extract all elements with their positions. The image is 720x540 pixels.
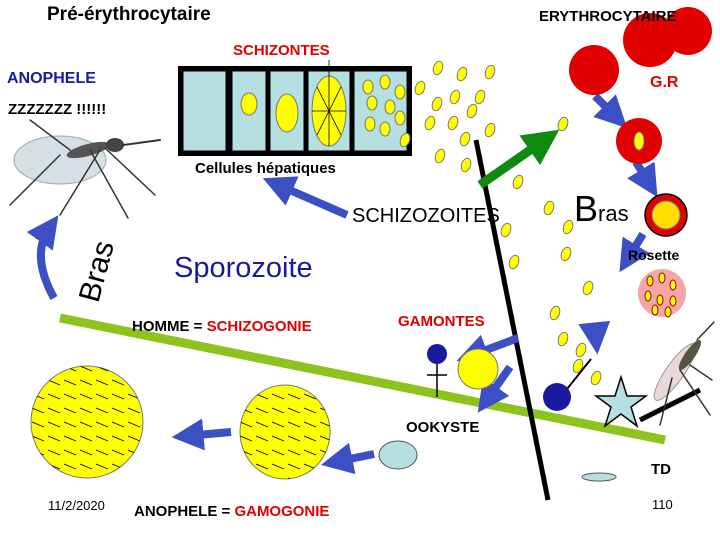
merozoite <box>512 174 524 190</box>
merozoite <box>434 148 446 164</box>
arrow-left <box>171 418 232 451</box>
homme-prefix: HOMME = <box>132 318 207 335</box>
merozoite <box>449 89 461 105</box>
label-gr: G.R <box>650 74 679 91</box>
cycle-divider-bar <box>59 313 666 445</box>
merozoites <box>399 60 602 386</box>
footer-date: 11/2/2020 <box>48 498 105 513</box>
label-anophele-gamogonie: ANOPHELE = GAMOGONIE <box>134 503 329 520</box>
merozoite <box>431 96 443 112</box>
label-schizontes: SCHIZONTES <box>233 42 330 59</box>
merozoite <box>562 219 574 235</box>
merozoite <box>590 370 602 386</box>
arrow-curved-up <box>26 215 59 300</box>
merozoite <box>572 358 584 374</box>
merozoite <box>575 342 587 358</box>
merozoite <box>484 64 496 80</box>
arrow-rosette <box>619 231 650 273</box>
merozoite <box>414 80 426 96</box>
merozoite <box>447 115 459 131</box>
merozoite <box>508 254 520 270</box>
gamontes-symbols <box>427 344 649 429</box>
sporocyst-large <box>30 365 144 479</box>
merozoite <box>582 280 594 296</box>
label-cellules-hepatiques: Cellules hépatiques <box>195 160 336 177</box>
merozoite <box>549 305 561 321</box>
merozoite <box>459 131 471 147</box>
homme-highlight: SCHIZOGONIE <box>206 318 312 335</box>
anophele-prefix: ANOPHELE = <box>134 503 235 520</box>
mosquito-left-image <box>9 119 161 219</box>
merozoite <box>557 331 569 347</box>
merozoite <box>500 222 512 238</box>
label-zzz: ZZZZZZZ !!!!!! <box>8 101 107 118</box>
merozoite <box>424 115 436 131</box>
label-bras-right: Bras <box>574 188 629 230</box>
merozoite <box>474 89 486 105</box>
label-homme-schizogonie: HOMME = SCHIZOGONIE <box>132 318 312 335</box>
oocyst <box>378 440 418 470</box>
bras-rest: ras <box>598 201 629 226</box>
label-td: TD <box>651 461 671 478</box>
label-gamontes: GAMONTES <box>398 313 485 330</box>
merozoite <box>543 200 555 216</box>
title-erythrocytic: ERYTHROCYTAIRE <box>539 8 677 25</box>
merozoite <box>560 246 572 262</box>
label-sporozoite: Sporozoite <box>174 252 313 284</box>
merozoite <box>432 60 444 76</box>
merozoite <box>456 66 468 82</box>
title-pre-erythrocytic: Pré-érythrocytaire <box>47 4 211 25</box>
arrow-to-oocyst <box>477 364 514 413</box>
arrow-oocyst-left <box>320 442 375 475</box>
hepatic-cells <box>178 60 412 156</box>
merozoite <box>460 157 472 173</box>
divider-line <box>473 139 551 501</box>
bras-big-letter: B <box>574 188 599 229</box>
merozoite <box>466 103 478 119</box>
merozoite <box>399 132 411 148</box>
label-oocyste: OOKYSTE <box>406 419 480 436</box>
arrow-to-hepatic <box>262 176 349 219</box>
merozoite <box>484 122 496 138</box>
red-blood-cells <box>569 7 712 318</box>
green-arrow <box>477 129 560 189</box>
label-anophele: ANOPHELE <box>7 70 96 87</box>
merozoite <box>557 116 569 132</box>
arrow-gr-1 <box>592 93 628 129</box>
label-rosette: Rosette <box>628 247 680 263</box>
sporocyst-medium <box>239 384 331 480</box>
td-form <box>581 472 617 482</box>
mosquito-right-image <box>653 321 715 426</box>
anophele-highlight: GAMOGONIE <box>234 503 330 520</box>
arrow-gr-2 <box>627 159 658 198</box>
footer-page-number: 110 <box>652 497 673 512</box>
label-schizozoites: SCHIZOZOITES <box>352 205 500 227</box>
